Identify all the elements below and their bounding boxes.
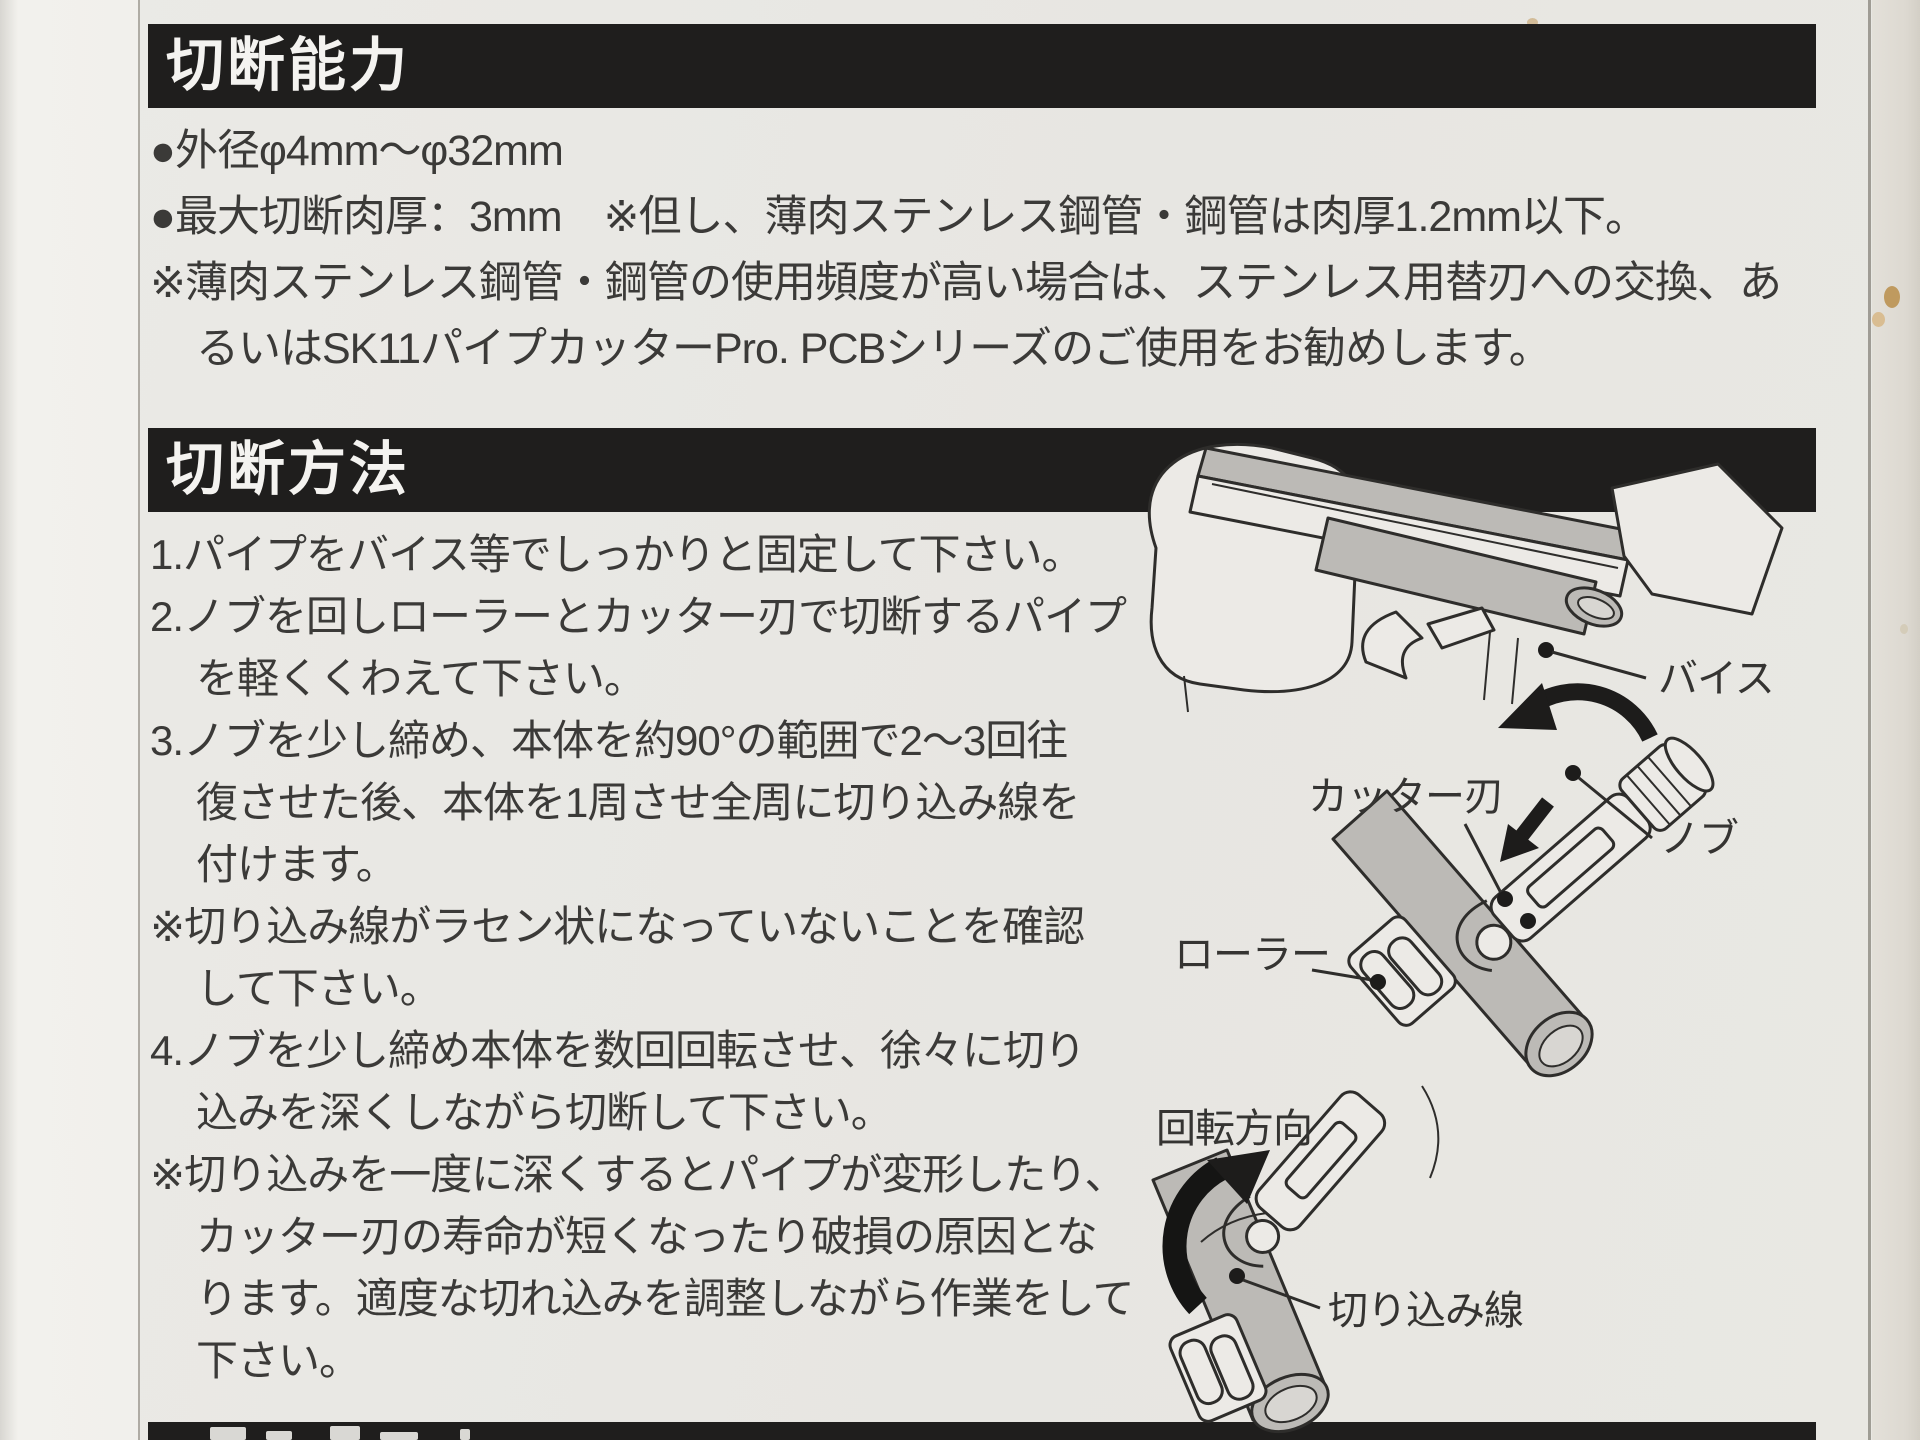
diagram-vise-illustration: バイス [1147,443,1784,713]
section-header-capacity: 切断能力 [148,24,1816,108]
method-line: ※切り込みを一度に深くするとパイプが変形したり、 [150,1151,1127,1198]
vise-screw-handle [1361,610,1424,680]
roller-assembly-2 [1168,1313,1268,1423]
cutter-body-group [1455,736,1715,972]
vise-screw-block [1426,606,1496,650]
section-header-method: 切断方法 [148,428,1816,512]
cutoff-glyph-mark [330,1426,360,1440]
pipe-rotation-bore [1264,1384,1318,1424]
diagram-cutter-illustration: カッター刃 ノブ ローラー [1174,683,1739,1078]
diagram-rotation-illustration: 回転方向 切り込み線 [1151,1085,1524,1434]
press-arrow-head [1500,824,1539,862]
paper-speck [1872,312,1885,327]
capacity-text-block: ●外径φ4mm～φ32mm ●最大切断肉厚：3mm ※但し、薄肉ステンレス鋼管・… [150,118,1782,382]
vise-column-lines [1183,631,1519,713]
paper-speck [1900,624,1908,634]
method-line: 1.パイプをバイス等でしっかりと固定して下さい。 [150,531,1084,578]
paper-left-edge [0,0,138,1440]
method-text-block: 1.パイプをバイス等でしっかりと固定して下さい。 2.ノブを回しローラーとカッタ… [150,524,1135,1392]
cutter-body-group-2 [1222,1090,1387,1268]
paper-crease-right [1868,0,1871,1440]
cutter-blade-dot2 [1520,913,1536,929]
cutter-body-slot [1526,826,1616,909]
cutter-outline-curve [1421,1085,1440,1179]
cutter-body [1489,792,1652,943]
pipe-bore [1538,1024,1584,1068]
method-line: して下さい。 [196,965,442,1012]
cutoff-glyph-mark [460,1429,470,1440]
roller-2 [1209,1334,1255,1401]
section-title-capacity: 切断能力 [166,33,411,98]
method-line: 下さい。 [196,1337,361,1384]
capacity-line: ●最大切断肉厚：3mm ※但し、薄肉ステンレス鋼管・鋼管は肉厚1.2mm以下。 [150,193,1648,241]
capacity-line: ●外径φ4mm～φ32mm [150,127,564,175]
knob-cap [1663,736,1715,793]
method-line: を軽くくわえて下さい。 [196,655,646,702]
knob-rotation-arrow [1527,683,1658,742]
knob-ridges [1625,756,1692,826]
cutter-blade-leader [1463,823,1503,894]
press-arrow-shaft [1514,797,1554,843]
label-cut-line: 切り込み線 [1328,1289,1523,1333]
roller-dot [1370,974,1386,990]
cutter-wheel-2 [1245,1218,1281,1254]
roller-assembly [1347,915,1457,1027]
cutoff-glyph-mark [266,1431,292,1440]
knob-leader [1578,776,1653,840]
rotation-arrow-arc [1162,1157,1228,1315]
paper-crease-left [138,0,140,1440]
vise-right-jaw [1610,462,1784,616]
knob-rotation-arrowhead [1498,683,1557,730]
method-line: 3.ノブを少し締め、本体を約90°の範囲で2～3回往 [150,717,1068,764]
method-line: カッター刃の寿命が短くなったり破損の原因とな [196,1213,1098,1260]
score-line-on-pipe [1200,1212,1268,1243]
cut-line-dot [1229,1268,1245,1284]
capacity-line: るいはSK11パイプカッターPro. PCBシリーズのご使用をお勧めします。 [196,325,1552,373]
roller-leader [1311,968,1373,982]
paper-speck [1884,286,1900,308]
cutter-hook [1455,899,1493,972]
rotation-arrowhead [1207,1150,1270,1204]
label-knob: ノブ [1660,817,1738,861]
paper-speck [1527,18,1538,27]
vise-leader-line [1551,650,1647,680]
paper-right-edge [1872,0,1920,1440]
method-line: ※切り込み線がラセン状になっていないことを確認 [150,903,1085,950]
cutter-hook-2 [1222,1194,1264,1268]
method-line: 4.ノブを少し締め本体を数回回転させ、徐々に切り [150,1027,1086,1074]
knob-dot [1565,765,1581,781]
clamped-pipe-bore [1577,596,1615,620]
cutter-blade-dot [1497,891,1513,907]
method-line: 復させた後、本体を1周させ全周に切り込み線を [196,779,1080,826]
label-roller: ローラー [1174,933,1330,977]
label-rotation-direction: 回転方向 [1156,1107,1312,1151]
cutter-body-slot-2 [1284,1120,1358,1200]
capacity-line: ※薄肉ステンレス鋼管・鋼管の使用頻度が高い場合は、ステンレス用替刃への交換、あ [150,259,1782,307]
roller-2 [1178,1338,1224,1406]
label-cutter-blade: カッター刃 [1308,775,1503,819]
vise-leader-dot [1538,642,1554,658]
cutoff-glyph-mark [210,1427,246,1440]
cut-line-leader [1242,1278,1321,1310]
cutoff-glyph-mark [380,1432,418,1440]
method-line: 付けます。 [196,841,398,888]
roller [1387,936,1444,997]
label-vise: バイス [1658,657,1774,701]
instruction-diagrams: バイス [1147,443,1784,1434]
method-line: 2.ノブを回しローラーとカッター刃で切断するパイプ [150,593,1127,640]
cutter-body-2 [1254,1090,1387,1232]
method-line: ります。適度な切れ込みを調整しながら作業をして [196,1275,1135,1322]
section-title-method: 切断方法 [166,437,411,502]
method-line: 込みを深くしながら切断して下さい。 [196,1089,893,1136]
section-header-partial [148,1422,1816,1440]
clamped-pipe [1314,516,1598,636]
vise-jaw-serration [1211,483,1619,569]
